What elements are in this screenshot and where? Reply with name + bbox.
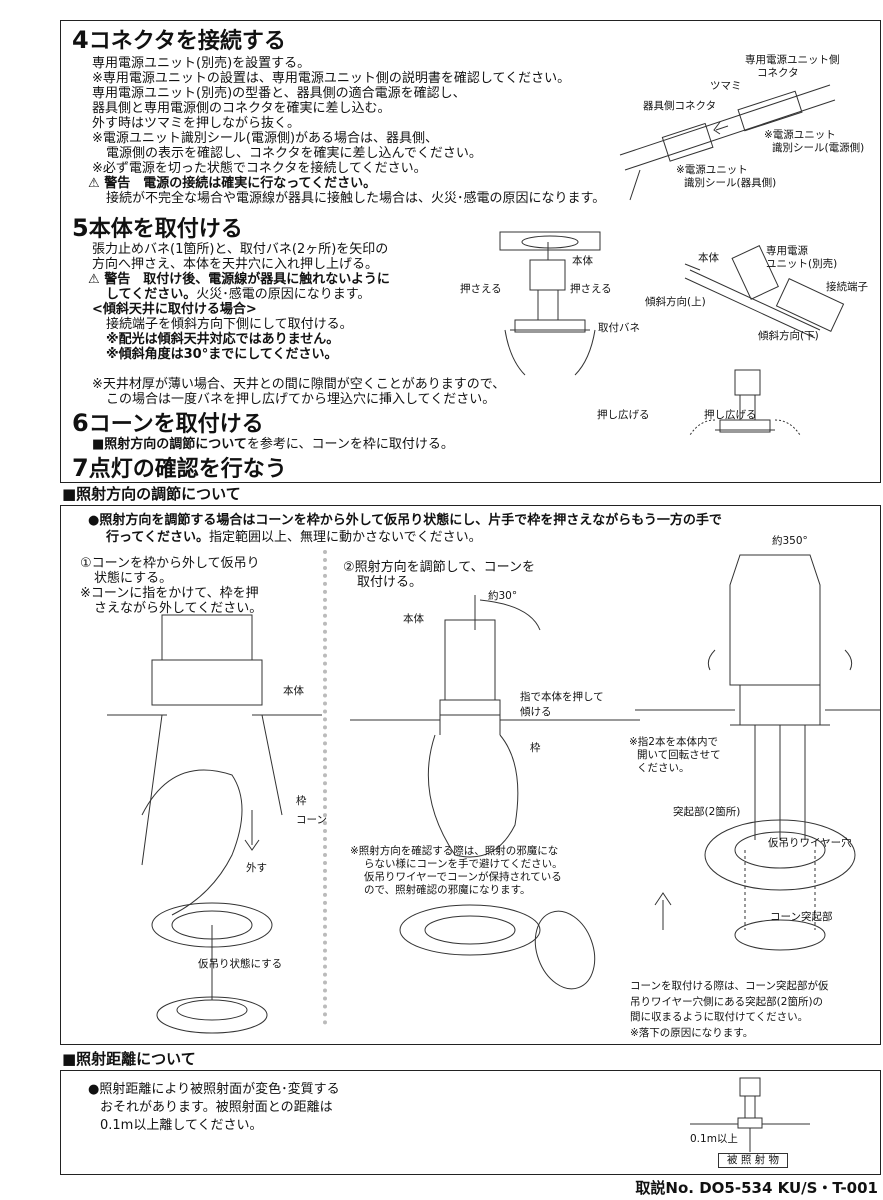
step4-heading: 4コネクタを接続する bbox=[72, 26, 286, 54]
tilt-adjust-illustration bbox=[350, 595, 640, 990]
warning-line: ⚠ 警告 電源の接続は確実に行なってください。 bbox=[88, 176, 377, 191]
label: 押さえる bbox=[460, 283, 502, 295]
label: ※指2本を本体内で bbox=[629, 736, 718, 748]
text-line: 接続が不完全な場合や電源線が器具に接触した場合は、火災･感電の原因になります。 bbox=[106, 191, 606, 206]
mounting-illustration bbox=[499, 231, 845, 436]
text-line: おそれがあります。被照射面との距離は bbox=[100, 1100, 333, 1115]
label: 識別シール(器具側) bbox=[684, 177, 777, 189]
label: 器具側コネクタ bbox=[643, 100, 717, 112]
text-line: ②照射方向を調節して、コーンを bbox=[343, 560, 535, 575]
text-line: 行ってください。指定範囲以上、無理に動かさないでください。 bbox=[106, 530, 482, 545]
label: 識別シール(電源側) bbox=[772, 142, 865, 154]
text-line: 張力止めバネ(1箇所)と、取付バネ(2ヶ所)を矢印の bbox=[92, 242, 389, 257]
label: 専用電源 bbox=[766, 245, 808, 257]
label: 枠 bbox=[296, 795, 307, 807]
text-line: ※配光は傾斜天井対応ではありません。 bbox=[106, 332, 340, 347]
column-divider bbox=[323, 550, 327, 1025]
label: 本体 bbox=[572, 255, 593, 267]
note-line: らない様にコーンを手で避けてください。 bbox=[364, 858, 563, 870]
text-line: ●照射方向を調節する場合はコーンを枠から外して仮吊り状態にし、片手で枠を押さえな… bbox=[88, 513, 722, 528]
text-line: 器具側と専用電源側のコネクタを確実に差し込む。 bbox=[92, 101, 391, 116]
text-line: ※必ず電源を切った状態でコネクタを接続してください。 bbox=[92, 161, 427, 176]
label: 枠 bbox=[530, 742, 541, 754]
text-line: この場合は一度バネを押し広げてから埋込穴に挿入してください。 bbox=[106, 392, 496, 407]
label: 仮吊りワイヤー穴 bbox=[768, 837, 852, 849]
step6-heading: 6コーンを取付ける bbox=[72, 409, 264, 437]
label: 外す bbox=[246, 862, 267, 874]
distance-box bbox=[60, 1070, 881, 1175]
label: ユニット(別売) bbox=[766, 258, 838, 270]
text-line: 接続端子を傾斜方向下側にして取付ける。 bbox=[106, 317, 353, 332]
subheading: <傾斜天井に取付ける場合> bbox=[92, 302, 257, 317]
step7-heading: 7点灯の確認を行なう bbox=[72, 454, 287, 482]
label: コーン bbox=[296, 814, 327, 826]
distance-illustration bbox=[690, 1077, 810, 1152]
label: 傾ける bbox=[520, 706, 552, 718]
section-header: ■照射距離について bbox=[62, 1050, 196, 1068]
note-line: コーンを取付ける際は、コーン突起部が仮 bbox=[630, 980, 829, 992]
rotation-illustration bbox=[635, 554, 880, 951]
label: 開いて回転させて bbox=[637, 749, 721, 761]
connector-illustration bbox=[619, 84, 836, 201]
label: ください。 bbox=[637, 762, 690, 774]
label: 傾斜方向(上) bbox=[645, 296, 706, 308]
label: 押し広げる bbox=[597, 409, 650, 421]
label: 本体 bbox=[698, 252, 719, 264]
section-header: ■照射方向の調節について bbox=[62, 485, 241, 503]
text-line: 専用電源ユニット(別売)の型番と、器具側の適合電源を確認し、 bbox=[92, 86, 466, 101]
label: コーン突起部 bbox=[770, 911, 833, 923]
label: ※電源ユニット bbox=[764, 129, 836, 141]
text-line: ※傾斜角度は30°までにしてください。 bbox=[106, 347, 338, 362]
label: コネクタ bbox=[757, 67, 799, 79]
text-line: ●照射距離により被照射面が変色･変質する bbox=[88, 1082, 340, 1097]
target-label: 被 照 射 物 bbox=[718, 1153, 789, 1168]
distance-label: 0.1m以上 bbox=[690, 1133, 738, 1145]
direction-box bbox=[60, 505, 881, 1045]
label: 押し広げる bbox=[704, 409, 757, 421]
note-line: 吊りワイヤー穴側にある突起部(2箇所)の bbox=[630, 996, 824, 1008]
label: 専用電源ユニット側 bbox=[745, 54, 840, 66]
text-line: ※コーンに指をかけて、枠を押 bbox=[80, 586, 259, 601]
label: ※電源ユニット bbox=[676, 164, 748, 176]
text-line: 方向へ押さえ、本体を天井穴に入れ押し上げる。 bbox=[92, 257, 379, 272]
text-line: 状態にする。 bbox=[94, 571, 173, 586]
label: 仮吊り状態にする bbox=[198, 958, 283, 970]
warning-icon: ⚠ bbox=[88, 176, 100, 191]
label: 押さえる bbox=[570, 283, 612, 295]
label: 接続端子 bbox=[826, 281, 868, 293]
step5-heading: 5本体を取付ける bbox=[72, 214, 243, 242]
label: 本体 bbox=[283, 685, 304, 697]
text-line: 専用電源ユニット(別売)を設置する。 bbox=[92, 56, 311, 71]
steps-box bbox=[60, 20, 881, 483]
text-line: 取付ける。 bbox=[357, 575, 423, 590]
note-line: 間に収まるように取付けてください。 bbox=[630, 1011, 809, 1023]
text-line: ①コーンを枠から外して仮吊り bbox=[80, 556, 260, 571]
cone-removal-illustration bbox=[107, 614, 322, 1034]
note-line: ので、照射確認の邪魔になります。 bbox=[364, 884, 531, 896]
label: 傾斜方向(下) bbox=[758, 330, 819, 342]
label: 約350° bbox=[772, 535, 808, 547]
text-line: さえながら外してください。 bbox=[94, 601, 263, 616]
document-number: 取説No. DO5-534 KU/S・T-001 bbox=[635, 1179, 878, 1197]
label: 取付バネ bbox=[598, 322, 640, 334]
note-line: ※落下の原因になります。 bbox=[630, 1027, 754, 1039]
text-line: 0.1m以上離してください。 bbox=[100, 1118, 263, 1133]
warning-line: してください。火災･感電の原因になります。 bbox=[106, 287, 371, 302]
label: ツマミ bbox=[710, 80, 742, 92]
label: 指で本体を押して bbox=[520, 691, 604, 703]
label: 突起部(2箇所) bbox=[673, 806, 741, 818]
text-line: 電源側の表示を確認し、コネクタを確実に差し込んでください。 bbox=[106, 146, 482, 161]
warning-icon: ⚠ bbox=[88, 272, 100, 287]
text-line: ※専用電源ユニットの設置は、専用電源ユニット側の説明書を確認してください。 bbox=[92, 71, 571, 86]
text-line: 外す時はツマミを押しながら抜く。 bbox=[92, 116, 301, 131]
label: 本体 bbox=[403, 613, 424, 625]
note-line: ※照射方向を確認する際は、照射の邪魔にな bbox=[350, 845, 559, 857]
text-line: ※天井材厚が薄い場合、天井との間に隙間が空くことがありますので、 bbox=[92, 377, 506, 392]
text-line: ※電源ユニット識別シール(電源側)がある場合は、器具側、 bbox=[92, 131, 439, 146]
note-line: 仮吊りワイヤーでコーンが保持されている bbox=[364, 871, 562, 883]
warning-line: ⚠ 警告 取付け後、電源線が器具に触れないように bbox=[88, 272, 390, 287]
text-line: ■照射方向の調節についてを参考に、コーンを枠に取付ける。 bbox=[92, 437, 454, 452]
label: 約30° bbox=[488, 590, 518, 602]
